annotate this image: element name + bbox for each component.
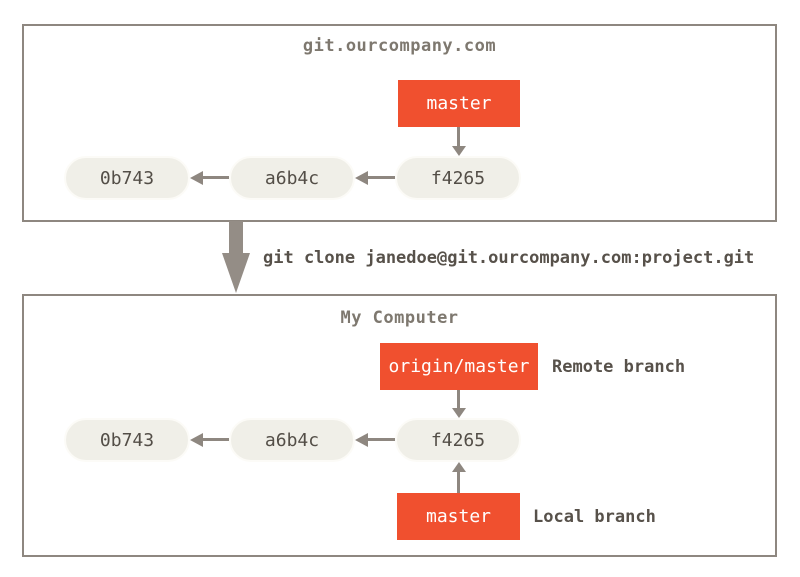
server-repo-title: git.ourcompany.com <box>302 36 497 56</box>
commit-arrow-shaft <box>368 176 395 179</box>
commit-node: a6b4c <box>229 418 355 462</box>
remote-branch-pointer-arrow-head-icon <box>452 408 466 418</box>
commit-arrow-head-icon <box>355 171 368 185</box>
server-master-branch-label: master <box>398 80 520 127</box>
commit-arrow-head-icon <box>190 433 203 447</box>
commit-node: 0b743 <box>64 156 190 200</box>
commit-node: f4265 <box>395 418 521 462</box>
local-branch-pointer-arrow-shaft <box>457 472 460 493</box>
commit-arrow-head-icon <box>355 433 368 447</box>
commit-node: a6b4c <box>229 156 355 200</box>
clone-arrow-shaft <box>229 221 243 253</box>
commit-node: f4265 <box>395 156 521 200</box>
commit-arrow-shaft <box>368 438 395 441</box>
branch-pointer-arrow-shaft <box>457 127 460 146</box>
commit-arrow-shaft <box>203 176 229 179</box>
server-repo-box <box>22 24 777 222</box>
clone-command-text: git clone janedoe@git.ourcompany.com:pro… <box>263 248 755 268</box>
branch-pointer-arrow-head-icon <box>452 146 466 156</box>
computer-title: My Computer <box>340 308 459 328</box>
commit-node: 0b743 <box>64 418 190 462</box>
commit-arrow-head-icon <box>190 171 203 185</box>
remote-branch-pointer-arrow-shaft <box>457 390 460 408</box>
computer-box <box>22 294 777 557</box>
local-branch-label: master <box>397 493 520 540</box>
clone-arrow-head-icon <box>222 253 250 293</box>
remote-branch-label: origin/master <box>380 343 538 390</box>
local-branch-pointer-arrow-head-icon <box>452 462 466 472</box>
commit-arrow-shaft <box>203 438 229 441</box>
local-branch-annotation: Local branch <box>533 507 656 527</box>
remote-branch-annotation: Remote branch <box>552 357 686 377</box>
